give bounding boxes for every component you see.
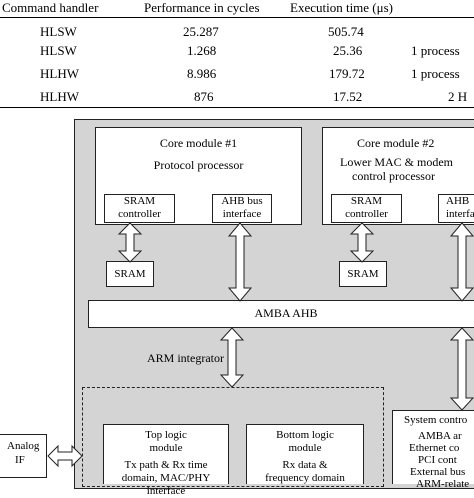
arrow-amba-sysctrl: [449, 327, 474, 411]
sram-controller-1-label: controller: [118, 208, 161, 220]
table-cell: 1.268: [187, 43, 217, 58]
ahb-interface-1-label: AHB bus: [221, 195, 263, 207]
amba-ahb-bus: [88, 300, 474, 328]
sram-controller-2: [331, 194, 402, 223]
table-cell: 876: [194, 89, 214, 104]
table-cell: HLHW: [40, 66, 79, 81]
table-cell: 25.36: [333, 43, 363, 58]
sram-controller-2-label: SRAM: [350, 195, 383, 207]
top-logic-label: module: [149, 442, 183, 454]
system-controller-item: Ethernet co: [409, 442, 460, 454]
arm-integrator-label: ARM integrator: [147, 351, 224, 365]
analog-if-label: IF: [15, 454, 25, 466]
table-cell: 8.986: [187, 66, 217, 81]
table-cell: 17.52: [333, 89, 363, 104]
bottom-logic-label: module: [288, 442, 322, 454]
system-controller-item: AMBA ar: [418, 430, 462, 442]
table-cell: HLSW: [40, 24, 77, 39]
analog-if-block: [0, 434, 47, 478]
table-header-performance: Performance in cycles: [144, 0, 260, 15]
system-controller-item: ARM-relate: [416, 478, 470, 490]
table-header-execution-time: Execution time (μs): [290, 0, 393, 15]
table-header-rule: [0, 17, 474, 18]
sram-controller-1-label: SRAM: [123, 195, 156, 207]
arrow-ahb2: [449, 222, 474, 302]
table-cell: HLSW: [40, 43, 77, 58]
ahb-interface-1: [212, 194, 272, 223]
sram-2-label: SRAM: [347, 268, 379, 280]
top-logic-label: interface: [146, 485, 186, 497]
ahb-interface-2-label: AHB: [446, 195, 470, 207]
table-cell: 1 process: [411, 43, 460, 58]
ahb-interface-2-label: interfa: [446, 208, 474, 220]
arrow-sram2: [349, 222, 375, 263]
core-module-2-title: Core module #2: [357, 136, 435, 150]
core-module-1-title: Core module #1: [159, 136, 238, 150]
connector-arrows: [47, 222, 474, 468]
table-cell: 505.74: [328, 24, 364, 39]
sram-1: [106, 261, 154, 287]
arrow-ahb1: [227, 222, 253, 302]
arrow-amba-logic: [219, 327, 245, 388]
sram-controller-2-label: controller: [345, 208, 388, 220]
ahb-interface-2: [438, 194, 474, 223]
core-module-2-subtitle: Lower MAC & modem: [340, 155, 453, 169]
table-cell: 25.287: [183, 24, 219, 39]
top-logic-label: Top logic: [145, 429, 187, 441]
table-cell: 2 H: [448, 89, 468, 104]
table-cell: 179.72: [329, 66, 365, 81]
sram-controller-1: [104, 194, 175, 223]
system-controller-item: PCI cont: [418, 454, 457, 466]
core-module-1-subtitle: Protocol processor: [153, 158, 244, 172]
ahb-interface-1-label: interface: [222, 208, 262, 220]
arrow-sram1: [117, 222, 143, 263]
table-bottom-rule: [0, 107, 474, 108]
arrow-analog-if: [47, 444, 83, 468]
core-module-2-subtitle: control processor: [352, 169, 435, 183]
analog-if-label: Analog: [7, 440, 40, 452]
system-controller: [392, 410, 474, 484]
bottom-logic-label: Bottom logic: [276, 429, 334, 441]
system-controller-title: System contro: [404, 414, 468, 426]
table-header-command-handler: Command handler: [2, 0, 99, 15]
top-logic-label: Tx path & Rx time: [124, 459, 208, 471]
amba-ahb-label: AMBA AHB: [254, 306, 318, 320]
table-cell: 1 process: [411, 66, 460, 81]
sram-1-label: SRAM: [114, 268, 146, 280]
bottom-logic-label: Rx data &: [282, 459, 328, 471]
table-cell: HLHW: [40, 89, 79, 104]
